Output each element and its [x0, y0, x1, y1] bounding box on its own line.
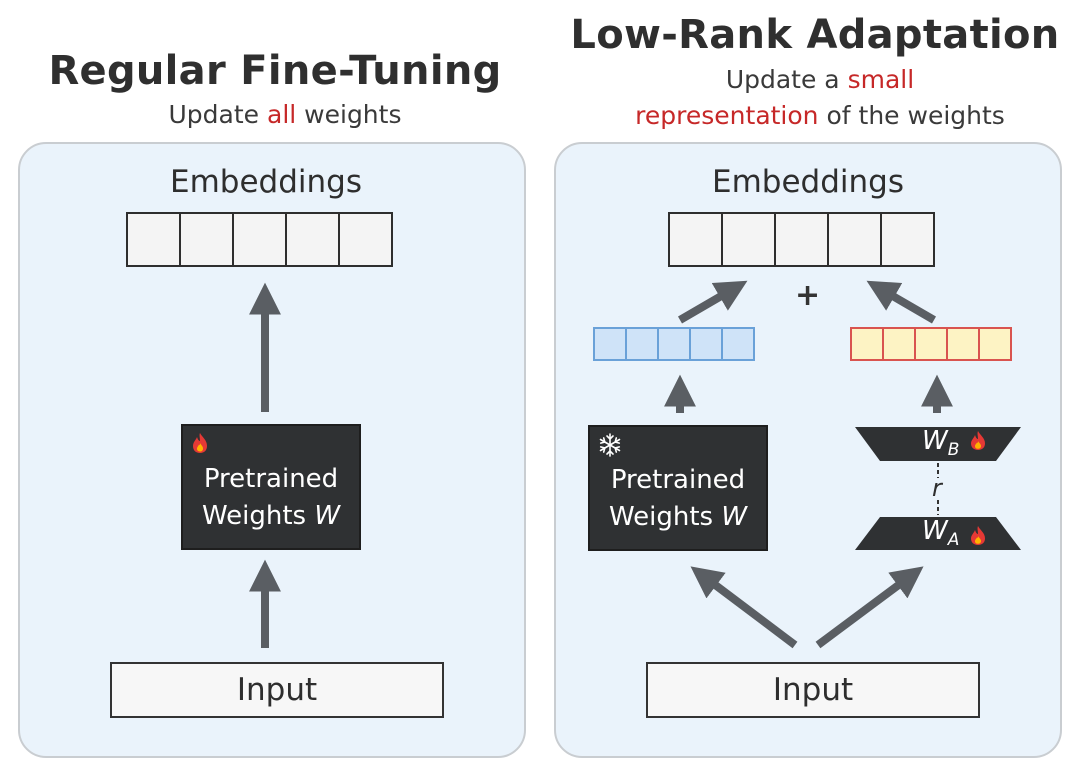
arrow-input-to-wa — [815, 566, 924, 649]
right-subtitle-line1-highlight: small — [847, 65, 915, 94]
lora-output-vector — [850, 327, 1012, 361]
rank-label: r — [932, 474, 942, 502]
fire-icon — [193, 433, 207, 453]
left-subtitle-pre: Update — [168, 100, 267, 129]
left-subtitle-post: weights — [296, 100, 402, 129]
wa-label-sub: A — [947, 530, 960, 551]
frozen-vector-cell — [721, 327, 755, 361]
embedding-cell — [668, 212, 723, 267]
right-subtitle-line1: Update a small — [560, 62, 1080, 98]
right-embeddings-label: Embeddings — [712, 164, 904, 200]
right-subtitle: Update a small representation of the wei… — [560, 62, 1080, 134]
right-pretrained-weights-box: Pretrained Weights W — [588, 425, 768, 551]
frozen-output-vector — [593, 327, 755, 361]
left-embeddings-label: Embeddings — [170, 164, 362, 200]
plus-sign: + — [795, 278, 821, 313]
snowflake-icon — [599, 433, 621, 457]
left-input-label: Input — [236, 672, 318, 708]
embedding-cell — [338, 212, 393, 267]
arrow-blue-to-embeddings — [677, 280, 748, 324]
lora-vector-cell — [978, 327, 1012, 361]
wb-label-base: W — [922, 426, 948, 456]
right-subtitle-line1-pre: Update a — [725, 65, 848, 94]
wa-label: WA — [922, 516, 959, 550]
right-weights-line1: Pretrained — [610, 465, 746, 495]
right-weights-symbol: W — [721, 502, 748, 532]
left-pretrained-weights-box: Pretrained Weights W — [181, 424, 361, 550]
arrow-yellow-to-embeddings — [866, 280, 937, 324]
left-embedding-vector — [126, 212, 393, 267]
frozen-vector-cell — [593, 327, 627, 361]
left-weights-symbol: W — [314, 501, 341, 531]
embedding-cell — [774, 212, 829, 267]
wa-label-base: W — [922, 516, 948, 546]
embedding-cell — [179, 212, 234, 267]
left-subtitle-highlight: all — [267, 100, 297, 129]
arrow-input-to-weights — [690, 566, 798, 649]
right-subtitle-line2-highlight: representation — [635, 101, 819, 130]
right-subtitle-line2-post: of the weights — [818, 101, 1005, 130]
frozen-vector-cell — [689, 327, 723, 361]
embedding-cell — [880, 212, 935, 267]
left-input-box: Input — [110, 662, 444, 718]
right-weights-line2-text: Weights — [608, 502, 722, 532]
left-title: Regular Fine-Tuning — [48, 48, 502, 94]
left-weights-line2: Weights W — [183, 498, 359, 535]
right-input-box: Input — [646, 662, 980, 718]
left-weights-line1: Pretrained — [203, 464, 339, 494]
right-input-label: Input — [772, 672, 854, 708]
wb-label: WB — [922, 426, 959, 460]
left-subtitle: Update all weights — [30, 97, 540, 133]
right-title: Low-Rank Adaptation — [570, 12, 1060, 58]
right-embedding-vector — [668, 212, 935, 267]
embedding-cell — [232, 212, 287, 267]
right-weights-line2: Weights W — [590, 499, 766, 536]
left-weights-line2-text: Weights — [201, 501, 315, 531]
wb-label-sub: B — [947, 440, 960, 461]
fire-icon — [971, 431, 985, 450]
embedding-cell — [285, 212, 340, 267]
fire-icon — [971, 526, 985, 545]
right-subtitle-line2: representation of the weights — [560, 98, 1080, 134]
